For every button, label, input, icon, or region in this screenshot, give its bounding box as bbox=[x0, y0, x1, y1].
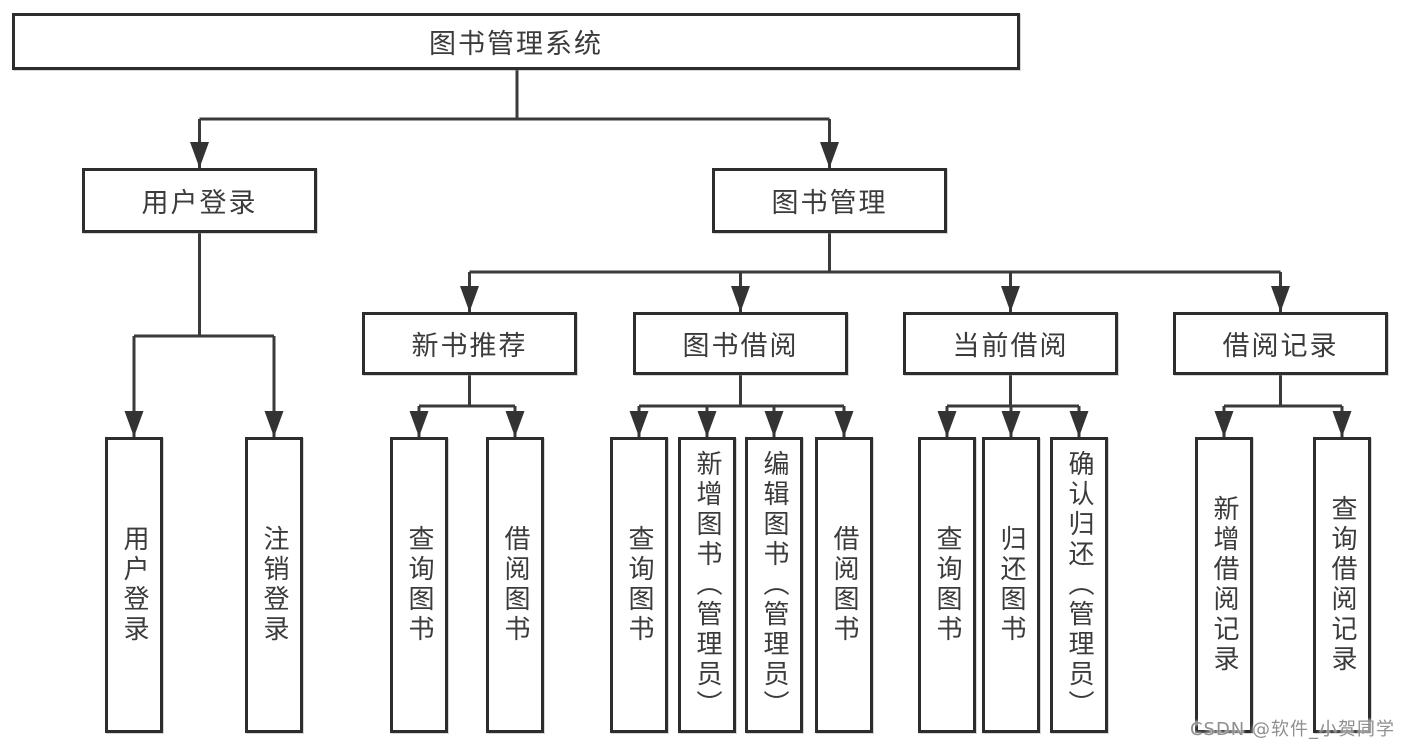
arrow-down-icon bbox=[1271, 286, 1290, 312]
arrow-down-icons bbox=[124, 142, 1352, 437]
arrow-down-icon bbox=[697, 411, 717, 437]
arrow-down-icon bbox=[1001, 286, 1020, 312]
node-query-borrow-record: 查询借阅记录 bbox=[1313, 437, 1371, 733]
arrow-down-icon bbox=[1069, 411, 1089, 437]
node-edit-book-admin: 编辑图书（管理员） bbox=[745, 437, 803, 733]
arrow-down-icon bbox=[409, 411, 429, 437]
arrow-down-icon bbox=[1001, 411, 1021, 437]
arrow-down-icon bbox=[937, 411, 957, 437]
arrow-down-icon bbox=[505, 411, 525, 437]
arrow-down-icon bbox=[124, 411, 144, 437]
node-label: 归还图书 bbox=[996, 525, 1026, 645]
node-label: 当前借阅 bbox=[952, 331, 1069, 362]
node-book-management: 图书管理 bbox=[712, 168, 947, 233]
node-new-book-recommend: 新书推荐 bbox=[362, 312, 577, 375]
node-label: 编辑图书（管理员） bbox=[759, 450, 789, 720]
node-label: 借阅记录 bbox=[1222, 331, 1339, 362]
arrow-down-icon bbox=[731, 286, 750, 312]
node-current-borrowing: 当前借阅 bbox=[903, 312, 1118, 375]
node-user-login-action: 用户登录 bbox=[105, 437, 163, 733]
node-label: 新增图书（管理员） bbox=[692, 450, 722, 720]
node-add-borrow-record: 新增借阅记录 bbox=[1195, 437, 1253, 733]
connector-borrow-records-branch bbox=[1222, 375, 1344, 439]
node-query-books-borrowing: 查询图书 bbox=[610, 437, 668, 733]
node-label: 查询图书 bbox=[404, 525, 434, 645]
arrow-down-icon bbox=[1214, 411, 1234, 437]
node-label: 注销登录 bbox=[259, 525, 289, 645]
arrow-down-icon bbox=[1332, 411, 1352, 437]
node-label: 图书借阅 bbox=[682, 331, 799, 362]
connector-book-management-branch bbox=[468, 233, 1282, 314]
node-label: 查询图书 bbox=[624, 525, 654, 645]
arrow-down-icon bbox=[764, 411, 784, 437]
node-user-login: 用户登录 bbox=[82, 168, 317, 233]
node-label: 查询借阅记录 bbox=[1327, 495, 1357, 675]
arrow-down-icon bbox=[820, 142, 839, 168]
node-add-book-admin: 新增图书（管理员） bbox=[678, 437, 736, 733]
node-borrow-books-recommend: 借阅图书 bbox=[486, 437, 544, 733]
node-label: 查询图书 bbox=[932, 525, 962, 645]
node-return-books: 归还图书 bbox=[982, 437, 1040, 733]
node-logout-action: 注销登录 bbox=[245, 437, 303, 733]
node-label: 用户登录 bbox=[119, 525, 149, 645]
node-borrow-records: 借阅记录 bbox=[1173, 312, 1388, 375]
connector-new-book-branch bbox=[417, 375, 517, 439]
node-label: 用户登录 bbox=[141, 188, 258, 219]
node-confirm-return-admin: 确认归还（管理员） bbox=[1050, 437, 1108, 733]
connector-root-to-level2 bbox=[198, 70, 831, 170]
arrow-down-icon bbox=[460, 286, 479, 312]
arrow-down-icon bbox=[190, 142, 209, 168]
node-label: 借阅图书 bbox=[829, 525, 859, 645]
arrow-down-icon bbox=[834, 411, 854, 437]
node-query-books-current: 查询图书 bbox=[918, 437, 976, 733]
csdn-watermark: CSDN @软件_小贺同学 bbox=[1189, 719, 1395, 740]
node-borrow-books-action: 借阅图书 bbox=[815, 437, 873, 733]
connector-book-borrowing-branch bbox=[637, 375, 846, 439]
arrow-down-icon bbox=[629, 411, 649, 437]
node-label: 新增借阅记录 bbox=[1209, 495, 1239, 675]
node-label: 借阅图书 bbox=[500, 525, 530, 645]
node-label: 图书管理 bbox=[771, 188, 888, 219]
node-root-system: 图书管理系统 bbox=[12, 13, 1020, 70]
node-book-borrowing: 图书借阅 bbox=[633, 312, 848, 375]
node-label: 确认归还（管理员） bbox=[1064, 450, 1094, 720]
node-query-books-recommend: 查询图书 bbox=[390, 437, 448, 733]
connector-user-login-branch bbox=[132, 233, 276, 439]
node-label: 图书管理系统 bbox=[429, 29, 603, 60]
node-label: 新书推荐 bbox=[411, 331, 528, 362]
arrow-down-icon bbox=[264, 411, 284, 437]
